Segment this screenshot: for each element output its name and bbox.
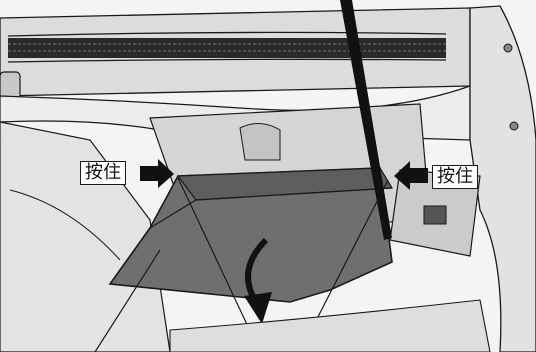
press-label-right: 按住 xyxy=(432,165,478,189)
press-label-left: 按住 xyxy=(80,161,126,185)
trim-bolt-1 xyxy=(504,44,512,52)
trim-bolt-2 xyxy=(510,122,518,130)
cavity-bracket xyxy=(240,123,280,160)
damper-clip xyxy=(424,206,446,224)
vent-grille xyxy=(8,38,446,58)
